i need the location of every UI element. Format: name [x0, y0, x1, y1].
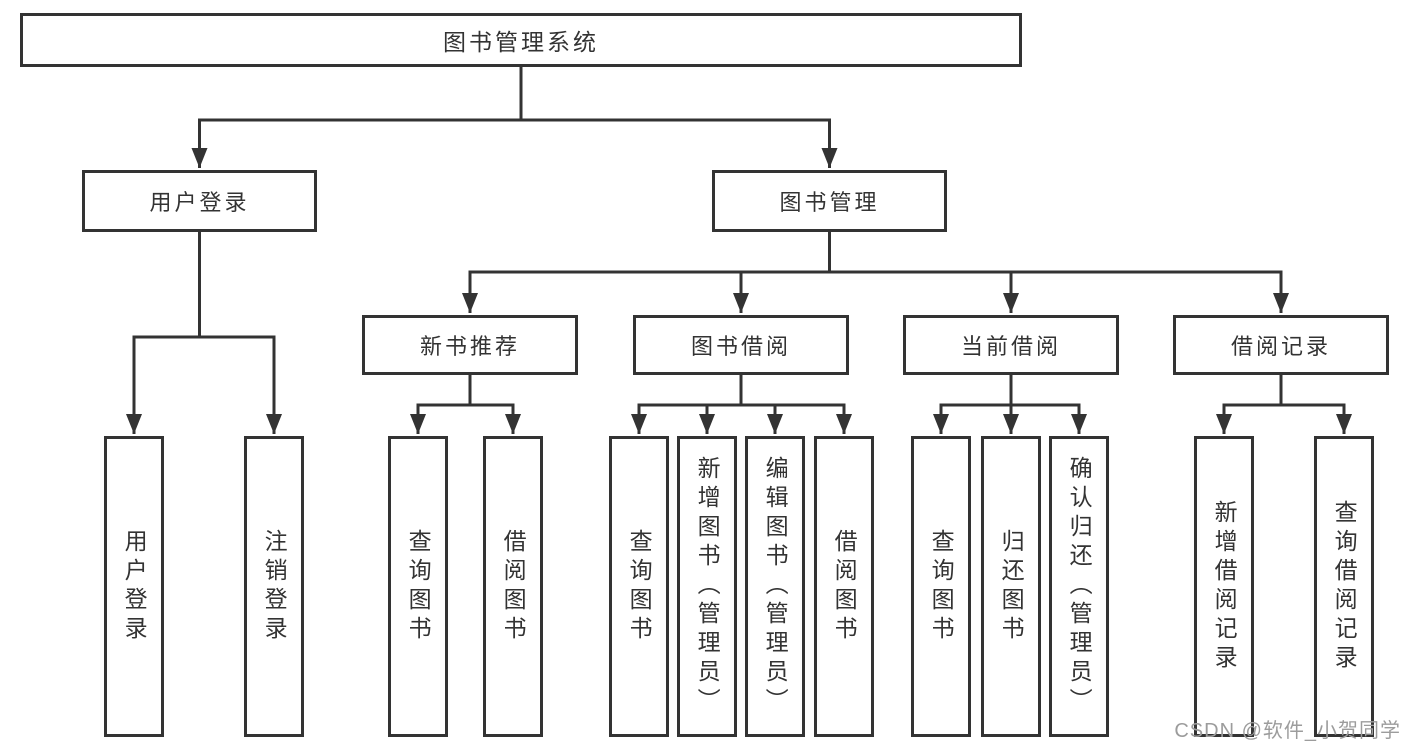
node-root: 图书管理系统 [20, 13, 1022, 67]
leaf-query-borrow-record: 查询借阅记录 [1314, 436, 1374, 737]
node-root-label: 图书管理系统 [443, 29, 599, 55]
node-book-management: 图书管理 [712, 170, 947, 232]
leaf-logout: 注销登录 [244, 436, 304, 737]
leaf-return-books: 归还图书 [981, 436, 1041, 737]
leaf-query-books-2: 查询图书 [609, 436, 669, 737]
leaf-borrow-books-1: 借阅图书 [483, 436, 543, 737]
leaf-add-books-admin: 新增图书（管理员） [677, 436, 737, 737]
leaf-add-borrow-record: 新增借阅记录 [1194, 436, 1254, 737]
node-current-borrow-label: 当前借阅 [960, 334, 1061, 359]
node-new-book-recommend: 新书推荐 [362, 315, 578, 375]
csdn-watermark: CSDN @软件_小贺同学 [1174, 720, 1401, 742]
node-book-borrow: 图书借阅 [633, 315, 849, 375]
leaf-query-borrow-record-label: 查询借阅记录 [1331, 499, 1358, 674]
connector-borrow-record [1222, 373, 1346, 407]
leaf-user-login: 用户登录 [104, 436, 164, 737]
connector-root [198, 65, 831, 122]
connector-book-management [468, 230, 1283, 274]
leaf-query-books-1-label: 查询图书 [405, 528, 432, 645]
connector-current-borrow [939, 373, 1081, 407]
leaf-user-login-label: 用户登录 [121, 528, 148, 645]
leaf-return-books-label: 归还图书 [998, 528, 1025, 645]
node-current-borrow: 当前借阅 [903, 315, 1119, 375]
leaf-query-books-3: 查询图书 [911, 436, 971, 737]
leaf-borrow-books-1-label: 借阅图书 [500, 528, 527, 645]
leaf-edit-books-admin-label: 编辑图书（管理员） [762, 456, 789, 717]
node-book-borrow-label: 图书借阅 [690, 334, 791, 359]
node-user-login-label: 用户登录 [149, 190, 250, 215]
leaf-edit-books-admin: 编辑图书（管理员） [745, 436, 805, 737]
connector-book-borrow [637, 373, 846, 407]
leaf-borrow-books-2-label: 借阅图书 [831, 528, 858, 645]
leaf-query-books-1: 查询图书 [388, 436, 448, 737]
node-new-book-recommend-label: 新书推荐 [419, 334, 520, 359]
connector-new-book [416, 373, 515, 407]
leaf-add-borrow-record-label: 新增借阅记录 [1211, 499, 1238, 674]
leaf-confirm-return-admin: 确认归还（管理员） [1049, 436, 1109, 737]
node-borrow-record-label: 借阅记录 [1230, 334, 1331, 359]
node-user-login: 用户登录 [82, 170, 317, 232]
node-borrow-record: 借阅记录 [1173, 315, 1389, 375]
leaf-confirm-return-admin-label: 确认归还（管理员） [1066, 456, 1093, 717]
leaf-query-books-3-label: 查询图书 [928, 528, 955, 645]
leaf-query-books-2-label: 查询图书 [626, 528, 653, 645]
leaf-add-books-admin-label: 新增图书（管理员） [694, 456, 721, 717]
node-book-management-label: 图书管理 [779, 190, 880, 215]
connector-user-login [132, 230, 276, 339]
leaf-logout-label: 注销登录 [261, 528, 288, 645]
leaf-borrow-books-2: 借阅图书 [814, 436, 874, 737]
